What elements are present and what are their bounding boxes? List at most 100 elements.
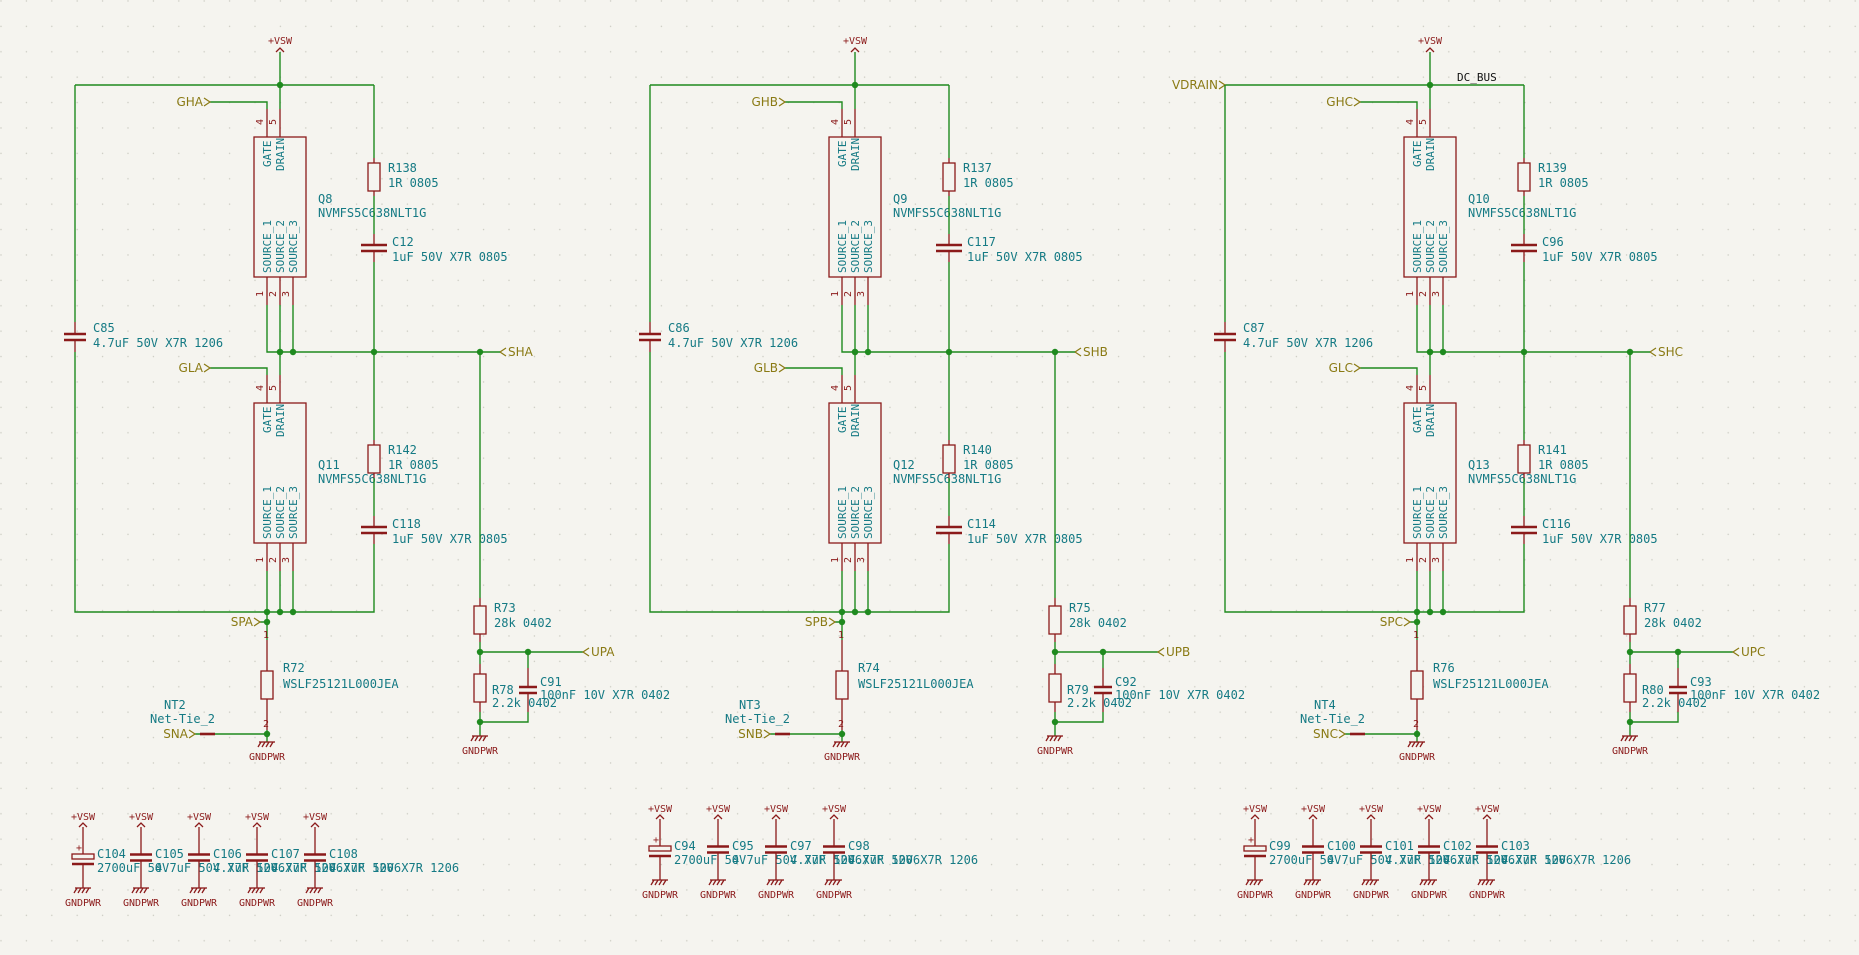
ground-icon — [478, 735, 483, 742]
junction-dot — [263, 730, 271, 738]
ground-icon — [1315, 879, 1320, 886]
pin-number: 2 — [1418, 557, 1429, 563]
snubber-resistor-low-body[interactable] — [367, 444, 381, 474]
gnd-label: GNDPWR — [1469, 890, 1506, 901]
gnd-label: GNDPWR — [758, 890, 795, 901]
pin-name-source: SOURCE_1 — [261, 486, 274, 539]
shunt-ref: R72 — [283, 661, 305, 675]
shunt-value: WSLF25121L000JEA — [858, 677, 974, 691]
snubber-c-low-ref: C116 — [1542, 517, 1571, 531]
junction-dot — [1439, 348, 1447, 356]
ground-icon — [1257, 879, 1262, 886]
junction-dot — [276, 348, 284, 356]
ground-icon — [1365, 879, 1370, 886]
high-side-mosfet-mpn: NVMFS5C638NLT1G — [1468, 206, 1576, 220]
ground-icon — [474, 735, 479, 742]
current-shunt-body[interactable] — [260, 670, 274, 700]
ground-icon — [1245, 879, 1250, 886]
vsw-power-label: +VSW — [1301, 804, 1326, 815]
power-arrow-icon — [713, 814, 723, 820]
snubber-resistor-low-body[interactable] — [1517, 444, 1531, 474]
high-side-mosfet-body[interactable] — [1403, 136, 1457, 278]
junction-dot — [289, 608, 297, 616]
net-tie-ref: NT2 — [164, 698, 186, 712]
ground-icon — [1045, 735, 1050, 742]
pin-name-drain: DRAIN — [849, 138, 862, 171]
low-side-mosfet-body[interactable] — [253, 402, 307, 544]
pin-name-gate: GATE — [261, 141, 274, 168]
ground-icon — [1419, 741, 1424, 748]
snubber-r-low-value: 1R 0805 — [388, 458, 439, 472]
filter-cap-ref: C92 — [1115, 675, 1137, 689]
ground-icon — [1628, 735, 1633, 742]
high-side-mosfet-body[interactable] — [828, 136, 882, 278]
snubber-resistor-high-body[interactable] — [1517, 162, 1531, 192]
net-tie-value: Net-Tie_2 — [725, 712, 790, 726]
electrolytic-cap[interactable] — [1243, 845, 1267, 852]
divider-r-bottom-ref: R79 — [1067, 683, 1089, 697]
pin-name-gate: GATE — [1411, 141, 1424, 168]
snubber-resistor-high-body[interactable] — [367, 162, 381, 192]
ground-icon — [1485, 879, 1490, 886]
divider-r-bottom-value: 2.2k 0402 — [1067, 696, 1132, 710]
pin-name-source: SOURCE_2 — [274, 220, 287, 273]
divider-resistor-bottom-body[interactable] — [1623, 673, 1637, 703]
junction-dot — [1426, 348, 1434, 356]
low-side-mosfet-body[interactable] — [828, 402, 882, 544]
wire — [785, 367, 843, 375]
electrolytic-cap[interactable] — [71, 853, 95, 860]
ground-icon — [1632, 735, 1637, 742]
wire — [266, 305, 480, 353]
ground-icon — [1369, 879, 1374, 886]
pin-number: 2 — [843, 291, 854, 297]
decap-ref: C104 — [97, 847, 126, 861]
pin-number: 4 — [1405, 119, 1416, 125]
ground-icon — [269, 741, 274, 748]
current-shunt-body[interactable] — [835, 670, 849, 700]
power-arrow-icon — [78, 822, 88, 828]
snubber-resistor-low-body[interactable] — [942, 444, 956, 474]
vsw-power-label: +VSW — [1359, 804, 1384, 815]
pin-number: 5 — [1418, 119, 1429, 125]
gate-high-label-flag — [778, 97, 787, 107]
low-side-mosfet-body[interactable] — [1403, 402, 1457, 544]
snubber-c-high-ref: C96 — [1542, 235, 1564, 249]
divider-resistor-top-body[interactable] — [1048, 605, 1062, 635]
snubber-c-low-ref: C114 — [967, 517, 996, 531]
snubber-r-high-ref: R139 — [1538, 161, 1567, 175]
pin-number: 1 — [1413, 630, 1419, 641]
snubber-c-low-value: 1uF 50V X7R 0805 — [967, 532, 1083, 546]
ground-icon — [305, 887, 310, 894]
sense-positive-label: SPC — [1380, 615, 1403, 629]
wire — [841, 305, 1055, 353]
current-shunt-body[interactable] — [1410, 670, 1424, 700]
divider-resistor-top-body[interactable] — [473, 605, 487, 635]
divider-resistor-bottom-body[interactable] — [1048, 673, 1062, 703]
gnd-label: GNDPWR — [1411, 890, 1448, 901]
shunt-ref: R76 — [1433, 661, 1455, 675]
pin-number: 1 — [255, 557, 266, 563]
electrolytic-cap[interactable] — [648, 845, 672, 852]
snubber-r-low-value: 1R 0805 — [1538, 458, 1589, 472]
divider-resistor-top-body[interactable] — [1623, 605, 1637, 635]
net-tie-value: Net-Tie_2 — [150, 712, 215, 726]
ground-icon — [1407, 741, 1412, 748]
divider-resistor-bottom-body[interactable] — [473, 673, 487, 703]
power-arrow-icon — [1366, 814, 1376, 820]
decap-value: 4.7uF 50V X7R 1206 — [848, 853, 978, 867]
decap-ref: C107 — [271, 847, 300, 861]
pin-name-source: SOURCE_2 — [274, 486, 287, 539]
ground-icon — [73, 887, 78, 894]
filter-cap-value: 100nF 10V X7R 0402 — [1690, 688, 1820, 702]
gate-low-label-flag — [778, 363, 787, 373]
divider-r-bottom-value: 2.2k 0402 — [1642, 696, 1707, 710]
gnd-label: GNDPWR — [1295, 890, 1332, 901]
ground-icon — [654, 879, 659, 886]
ground-icon — [770, 879, 775, 886]
low-side-mosfet-mpn: NVMFS5C638NLT1G — [1468, 472, 1576, 486]
ground-icon — [1053, 735, 1058, 742]
pin-number: 3 — [856, 291, 867, 297]
snubber-resistor-high-body[interactable] — [942, 162, 956, 192]
pin-number: 1 — [1405, 557, 1416, 563]
